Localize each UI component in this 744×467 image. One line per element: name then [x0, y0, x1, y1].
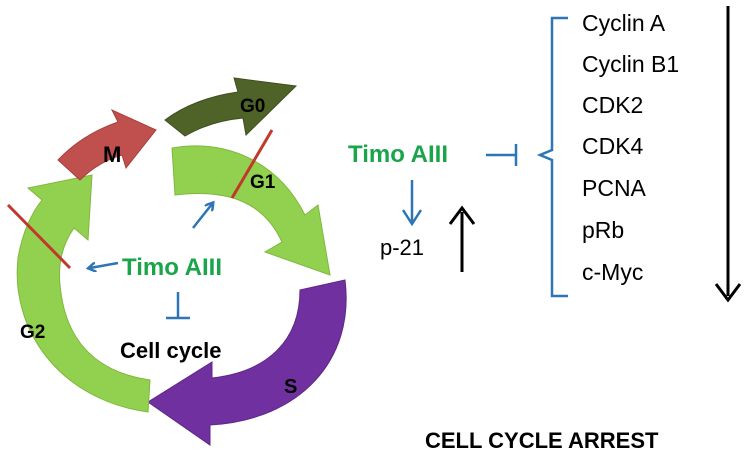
- m-phase-label: M: [103, 142, 121, 167]
- markers-down-arrow-head: [714, 283, 742, 303]
- g2-phase-label: G2: [20, 322, 45, 343]
- center-arrow-to-g2: [90, 261, 119, 268]
- cell-cycle-arrest-label: CELL CYCLE ARREST: [425, 428, 659, 453]
- marker-item: CDK2: [582, 92, 643, 118]
- g0-phase-arrow: [164, 77, 298, 137]
- center-inhibitor-label: Timo AIII: [122, 254, 222, 281]
- p21-label: p-21: [380, 235, 424, 260]
- marker-list: Cyclin A Cyclin B1 CDK2 CDK4 PCNA pRb c-…: [582, 10, 679, 285]
- p21-up-arrow-head: [448, 205, 476, 225]
- marker-item: Cyclin A: [582, 10, 666, 36]
- s-phase-arrow: [147, 279, 347, 446]
- g1-phase-label: G1: [250, 172, 276, 193]
- g2-phase-arrow: [16, 174, 151, 413]
- marker-item: Cyclin B1: [582, 51, 679, 77]
- m-phase-arrow: [57, 108, 157, 181]
- g1-checkpoint-slash: [230, 129, 274, 199]
- marker-item: c-Myc: [582, 259, 643, 285]
- markers-bracket: [536, 16, 568, 298]
- center-arrow-to-g1: [192, 204, 212, 229]
- cell-cycle-label: Cell cycle: [120, 338, 222, 363]
- g0-phase-label: G0: [240, 96, 265, 117]
- right-inhibitor-label: Timo AIII: [348, 141, 448, 168]
- s-phase-label: S: [284, 376, 297, 398]
- marker-item: pRb: [582, 217, 624, 243]
- marker-item: PCNA: [582, 175, 647, 201]
- g1-phase-arrow: [171, 145, 331, 276]
- g2-checkpoint-slash: [6, 203, 72, 270]
- marker-item: CDK4: [582, 133, 644, 159]
- p21-arrow-head: [401, 209, 423, 227]
